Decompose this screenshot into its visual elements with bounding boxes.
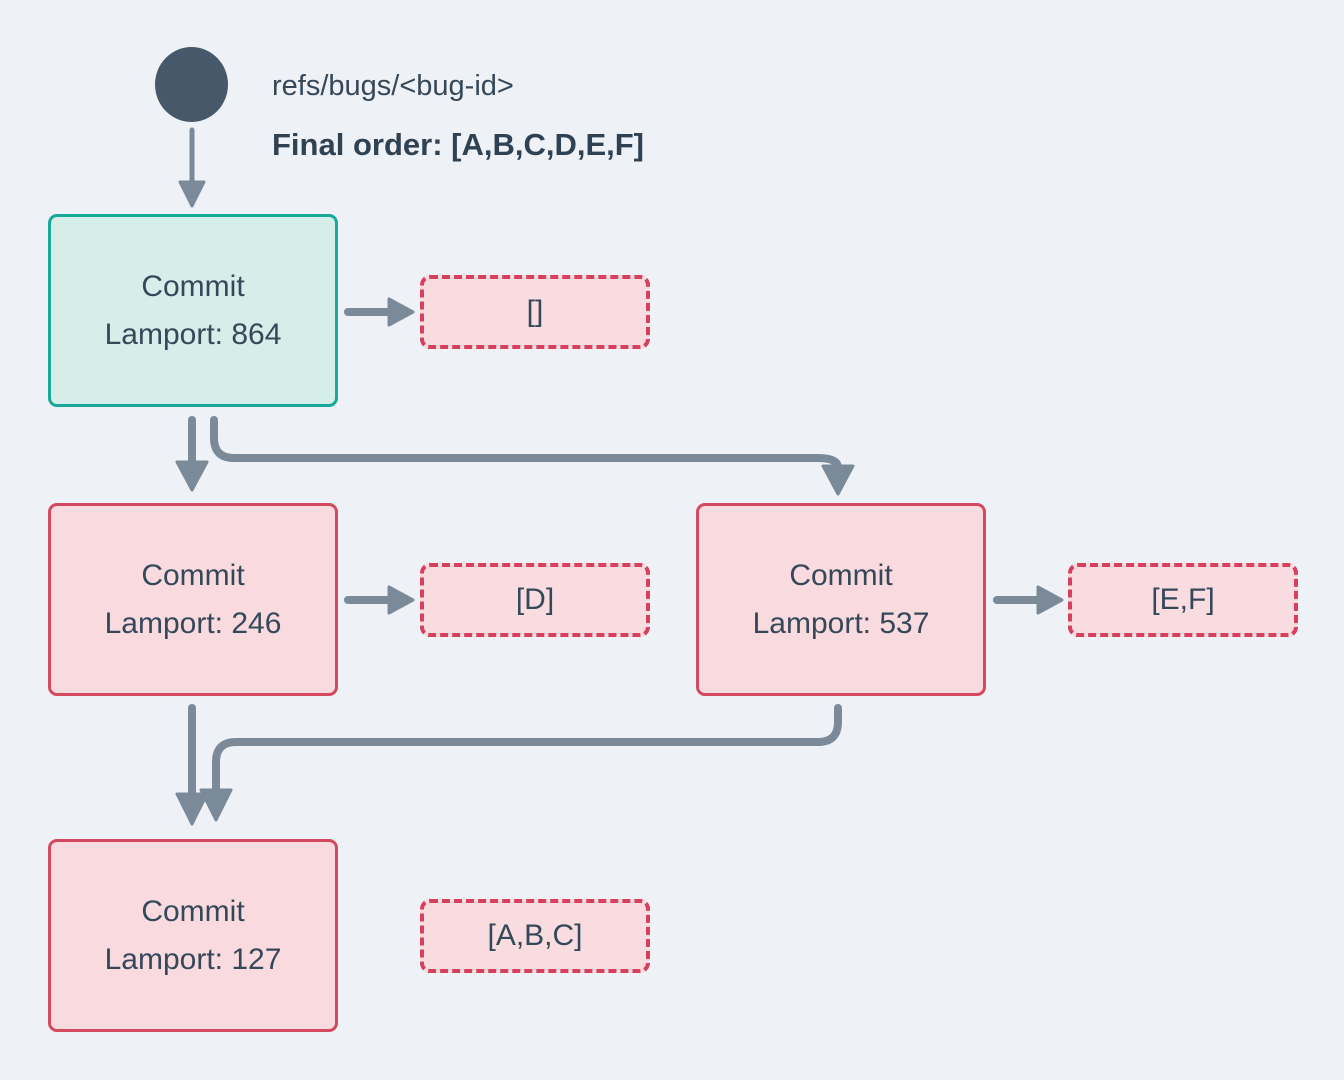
result-label: [D]: [515, 583, 555, 616]
result-box-537: [E,F]: [1068, 563, 1298, 637]
arrowhead-864-to-537: [821, 464, 855, 496]
arrowhead-864-to-result: [387, 297, 415, 327]
arrowhead-537-to-result: [1036, 585, 1064, 615]
commit-title: Commit: [789, 558, 893, 592]
edge-537-to-127-line: [212, 704, 842, 794]
arrowhead-864-to-246: [175, 460, 209, 492]
arrowhead-ref-to-864: [178, 180, 206, 208]
commit-title: Commit: [141, 269, 245, 303]
result-label: []: [526, 295, 544, 328]
commit-lamport: Lamport: 127: [104, 942, 282, 976]
commit-node-864: Commit Lamport: 864: [48, 214, 338, 407]
result-box-127: [A,B,C]: [420, 899, 650, 973]
commit-title: Commit: [141, 894, 245, 928]
edge-864-to-537-line: [210, 416, 842, 472]
commit-lamport: Lamport: 864: [104, 317, 282, 351]
final-order-label: Final order: [A,B,C,D,E,F]: [272, 127, 644, 162]
commit-node-246: Commit Lamport: 246: [48, 503, 338, 696]
result-label: [E,F]: [1151, 583, 1215, 616]
arrowhead-246-to-127: [175, 792, 209, 826]
arrowhead-246-to-result: [387, 585, 415, 615]
commit-node-127: Commit Lamport: 127: [48, 839, 338, 1032]
arrowhead-537-to-127: [199, 788, 233, 822]
commit-lamport: Lamport: 537: [752, 606, 930, 640]
ref-node-circle: [155, 47, 228, 122]
result-box-246: [D]: [420, 563, 650, 637]
commit-title: Commit: [141, 558, 245, 592]
ref-label: refs/bugs/<bug-id>: [272, 70, 514, 102]
commit-lamport: Lamport: 246: [104, 606, 282, 640]
result-box-864: []: [420, 275, 650, 349]
result-label: [A,B,C]: [487, 919, 583, 952]
commit-node-537: Commit Lamport: 537: [696, 503, 986, 696]
